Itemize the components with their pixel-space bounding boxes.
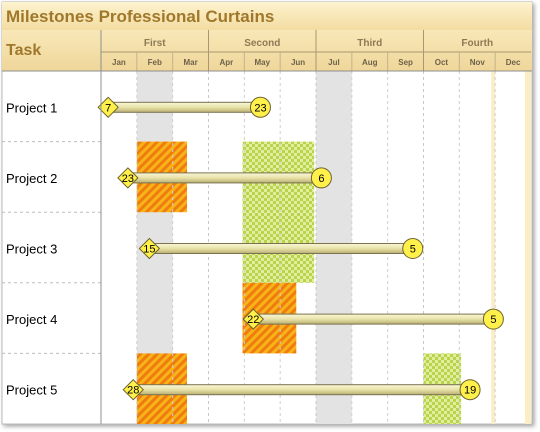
task-bar (132, 384, 471, 396)
quarter-label: Second (244, 38, 280, 49)
start-milestone-diamond (138, 237, 161, 260)
month-label: May (254, 58, 270, 67)
month-label: Jun (291, 58, 305, 67)
task-bar (148, 243, 414, 254)
task-label: Project 2 (6, 171, 57, 186)
month-label: Mar (183, 58, 197, 67)
start-milestone-label: 22 (247, 314, 259, 326)
month-label: Aug (362, 58, 378, 67)
month-label: Sep (398, 58, 413, 67)
end-milestone-circle (482, 308, 504, 330)
end-milestone-circle (310, 167, 332, 189)
end-milestone-circle (249, 96, 271, 118)
title-band (2, 2, 532, 30)
start-milestone-label: 15 (143, 244, 155, 256)
quarter-label: Third (357, 38, 382, 49)
end-milestone-label: 23 (254, 102, 266, 114)
month-label: Apr (220, 58, 234, 67)
start-milestone-diamond (242, 308, 264, 330)
end-milestone-circle (459, 379, 481, 401)
chart-title: Milestones Professional Curtains (6, 7, 274, 26)
task-bar (107, 101, 261, 113)
task-bar (127, 172, 322, 184)
month-label: Dec (506, 58, 521, 67)
end-milestone-label: 5 (410, 244, 416, 256)
task-label: Project 1 (6, 100, 57, 115)
start-milestone-label: 7 (105, 102, 111, 114)
curtain-stripe-nov (491, 71, 496, 424)
end-milestone-label: 6 (318, 173, 324, 185)
month-label: Feb (148, 58, 162, 67)
month-label: Jul (328, 58, 340, 67)
task-bar (252, 313, 494, 325)
start-milestone-diamond (122, 378, 144, 401)
start-milestone-diamond (117, 167, 139, 189)
month-label: Jan (112, 58, 126, 67)
end-milestone-circle (402, 238, 424, 259)
end-milestone-label: 5 (490, 314, 496, 326)
month-label: Oct (435, 58, 449, 67)
month-label: Nov (470, 58, 486, 67)
end-milestone-label: 19 (464, 385, 476, 397)
quarter-label: First (144, 38, 166, 49)
task-label: Project 5 (6, 383, 57, 398)
task-label: Project 3 (6, 242, 57, 257)
curtain-stripe-dec (525, 71, 531, 424)
timescale-header (2, 30, 532, 71)
start-milestone-label: 23 (122, 173, 134, 185)
quarter-label: Fourth (461, 38, 493, 49)
start-milestone-label: 28 (127, 385, 139, 397)
task-column-header: Task (6, 42, 41, 59)
task-label: Project 4 (6, 312, 57, 327)
